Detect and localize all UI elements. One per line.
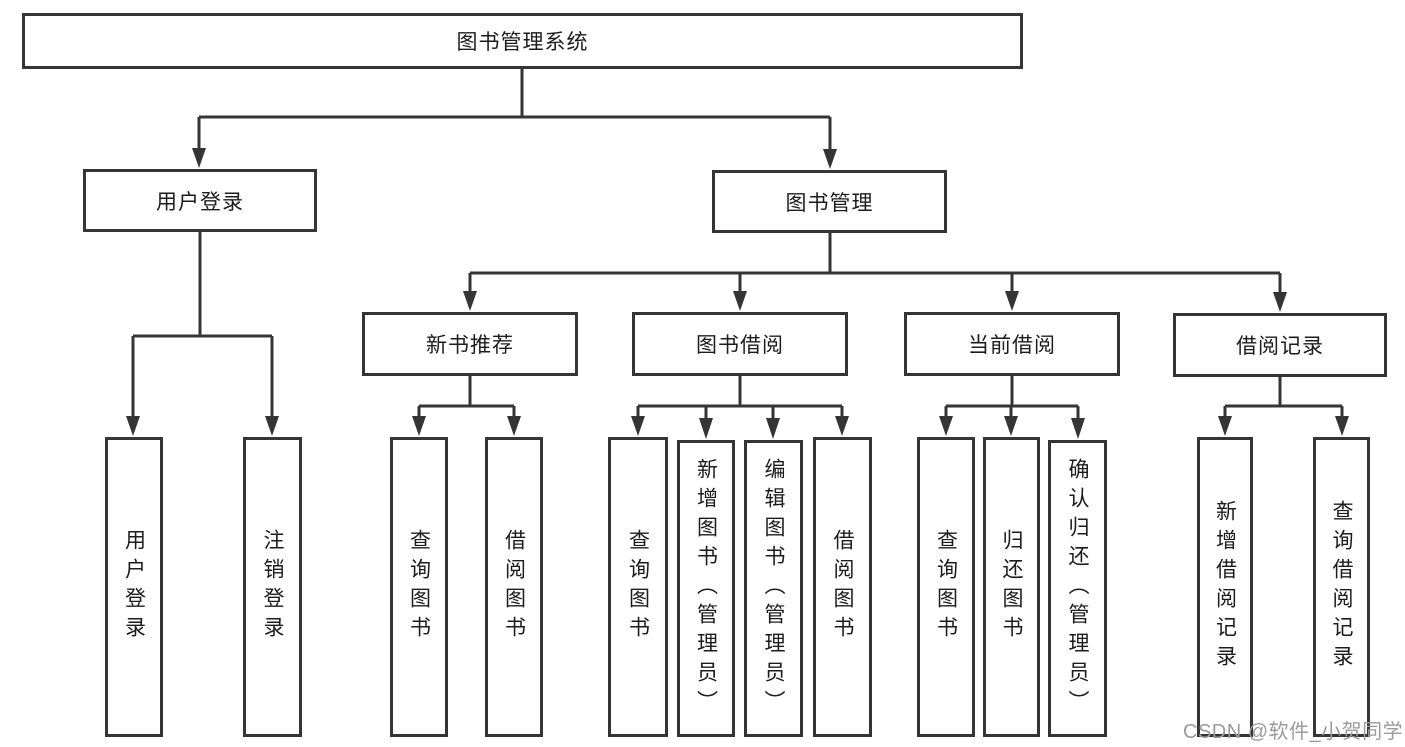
leaf-return-book: 归还图书	[983, 437, 1040, 737]
node-root-label: 图书管理系统	[456, 31, 589, 54]
leaf-add-borrow-record: 新增借阅记录	[1197, 437, 1253, 737]
node-new-book-recommend-label: 新书推荐	[426, 334, 514, 357]
leaf-query-borrow-record-label: 查询借阅记录	[1330, 500, 1353, 674]
leaf-user-login-label: 用户登录	[122, 529, 146, 645]
leaf-current-query-book: 查询图书	[917, 437, 975, 737]
leaf-current-query-book-label: 查询图书	[934, 529, 958, 645]
leaf-recommend-borrow-book: 借阅图书	[485, 437, 543, 737]
leaf-edit-book-admin: 编辑图书（管理员）	[744, 440, 803, 737]
leaf-confirm-return-admin: 确认归还（管理员）	[1048, 440, 1107, 737]
node-book-borrow: 图书借阅	[632, 312, 848, 376]
leaf-user-login: 用户登录	[105, 437, 163, 737]
node-borrow-record: 借阅记录	[1173, 313, 1387, 377]
leaf-add-borrow-record-label: 新增借阅记录	[1213, 500, 1237, 674]
leaf-logout: 注销登录	[243, 437, 302, 737]
leaf-recommend-query-book-label: 查询图书	[407, 529, 431, 645]
leaf-recommend-borrow-book-label: 借阅图书	[502, 529, 526, 645]
leaf-logout-label: 注销登录	[261, 529, 284, 645]
leaf-confirm-return-admin-label: 确认归还（管理员）	[1066, 458, 1089, 719]
node-user-login-label: 用户登录	[156, 190, 244, 214]
node-new-book-recommend: 新书推荐	[362, 312, 578, 376]
node-book-management-label: 图书管理	[785, 191, 874, 215]
leaf-add-book-admin-label: 新增图书（管理员）	[694, 458, 718, 719]
leaf-recommend-query-book: 查询图书	[390, 437, 448, 737]
node-current-borrow-label: 当前借阅	[968, 334, 1056, 357]
leaf-borrow-query-book: 查询图书	[608, 437, 668, 737]
node-book-borrow-label: 图书借阅	[696, 334, 784, 357]
leaf-borrow-book: 借阅图书	[813, 437, 872, 737]
csdn-watermark: CSDN @软件_小贺同学	[1183, 721, 1404, 743]
leaf-query-borrow-record: 查询借阅记录	[1313, 437, 1370, 737]
leaf-add-book-admin: 新增图书（管理员）	[677, 440, 735, 737]
leaf-borrow-query-book-label: 查询图书	[626, 529, 650, 645]
node-current-borrow: 当前借阅	[904, 312, 1120, 376]
leaf-edit-book-admin-label: 编辑图书（管理员）	[762, 458, 785, 719]
leaf-return-book-label: 归还图书	[1000, 529, 1023, 645]
node-user-login: 用户登录	[83, 169, 317, 232]
leaf-borrow-book-label: 借阅图书	[831, 529, 854, 645]
node-book-management: 图书管理	[712, 170, 947, 233]
node-root: 图书管理系统	[22, 13, 1023, 69]
node-borrow-record-label: 借阅记录	[1236, 335, 1324, 358]
